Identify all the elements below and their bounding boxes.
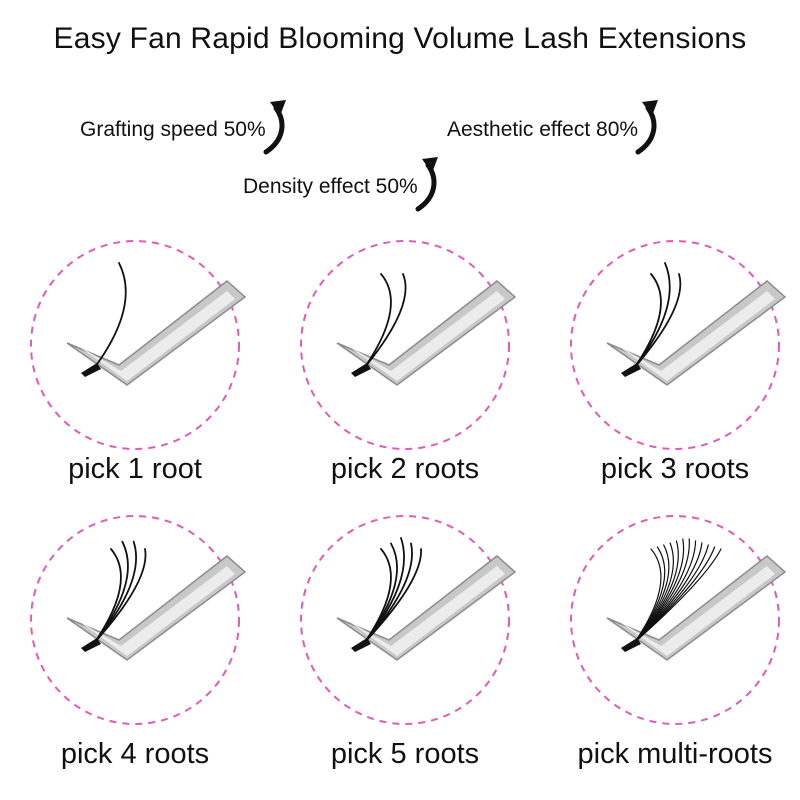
tweezer-highlight [617,291,775,381]
tweezer-icon [336,280,517,386]
stat-density-effect: Density effect 50% [243,157,438,212]
lash-fan-icon [351,273,407,377]
lash-strand [364,548,422,643]
panel-illustration [555,500,795,740]
page-title: Easy Fan Rapid Blooming Volume Lash Exte… [53,22,747,55]
lash-strand [94,262,127,368]
lash-fan-icon [81,540,147,652]
lash-root [351,363,371,377]
panel-caption: pick 5 roots [330,738,480,770]
dashed-circle [300,515,510,725]
tweezer-highlight [617,566,775,656]
stat-grafting-speed: Grafting speed 50% [80,100,286,155]
panel-illustration [15,225,255,465]
lash-root [621,638,641,652]
stat-label: Grafting speed 50% [80,118,266,141]
panel-caption: pick 3 roots [600,453,750,485]
tweezer-highlight [77,291,235,381]
lash-root [351,638,371,652]
lash-root [81,363,101,377]
lash-strand [634,262,671,368]
lash-strand [634,548,722,643]
dashed-circle [570,240,780,450]
lash-strand [94,548,147,643]
tweezer-highlight [77,566,235,656]
lash-strand [634,273,682,368]
lash-fan-icon [351,537,422,652]
dashed-circle [30,515,240,725]
lash-strand [94,540,129,643]
dashed-circle [570,515,780,725]
panel-caption: pick 4 roots [60,738,210,770]
stat-label: Density effect 50% [243,175,418,198]
panel-caption: pick 2 roots [330,453,480,485]
tweezer-icon [66,280,247,386]
lash-strand [364,542,398,643]
panel-illustration [285,500,525,740]
stat-aesthetic-effect: Aesthetic effect 80% [447,100,659,155]
tweezer-icon [336,555,517,661]
lash-root [621,363,641,377]
tweezer-icon [66,555,247,661]
lash-strand [634,273,662,368]
lash-fan-icon [621,262,682,377]
tweezer-highlight [347,566,505,656]
lash-strand [364,273,392,368]
lash-root [81,638,101,652]
tweezer-icon [606,280,787,386]
lash-fan-icon [81,262,127,377]
panel-illustration [555,225,795,465]
lash-strand [364,273,407,368]
panel-caption: pick multi-roots [577,738,773,770]
lash-fan-icon [621,538,722,652]
panel-illustration [15,500,255,740]
tweezer-icon [606,555,787,661]
tweezer-highlight [347,291,505,381]
curved-arrow-up-icon [635,100,659,155]
dashed-circle [300,240,510,450]
curved-arrow-up-icon [415,157,438,212]
dashed-circle [30,240,240,450]
panel-illustration [285,225,525,465]
panel-caption: pick 1 root [68,453,202,485]
stat-label: Aesthetic effect 80% [447,118,639,141]
curved-arrow-up-icon [263,100,286,155]
